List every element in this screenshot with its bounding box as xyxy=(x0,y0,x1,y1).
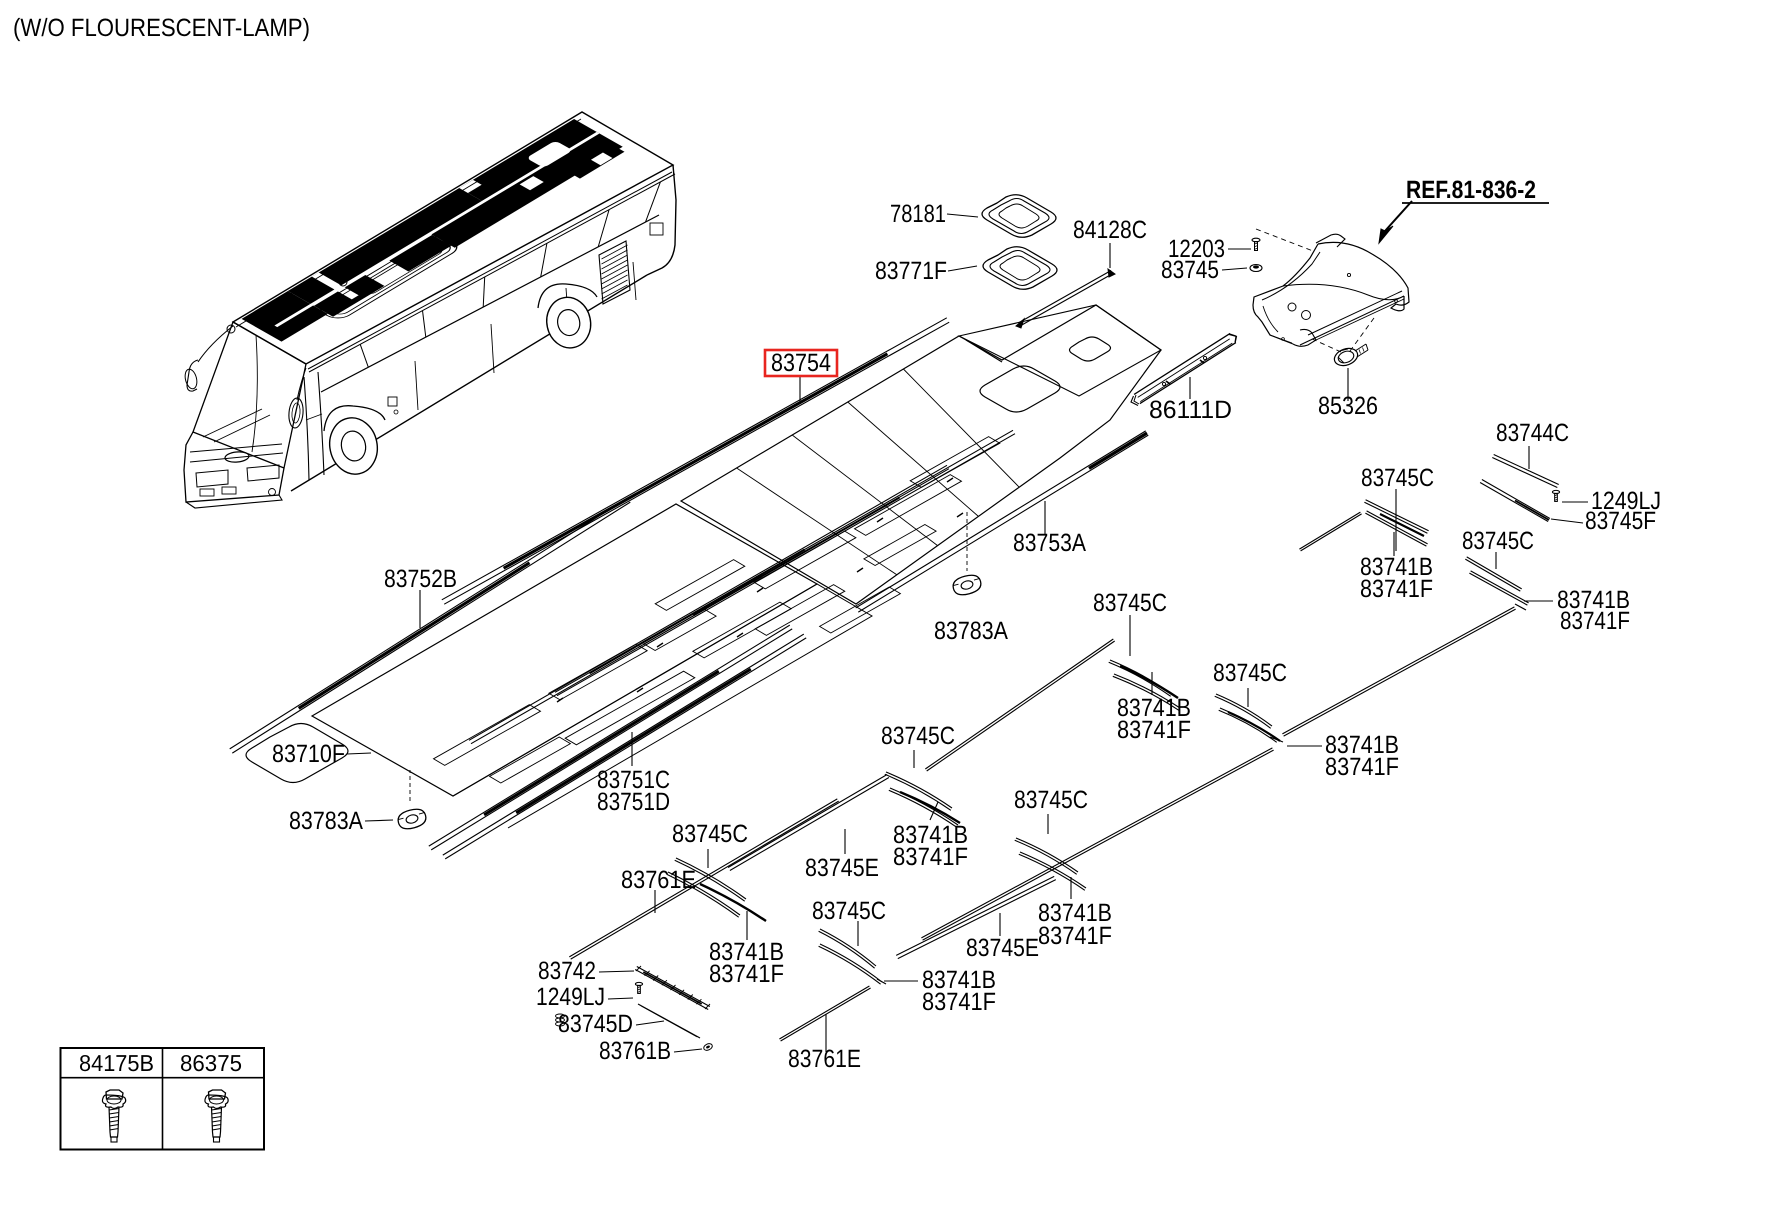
svg-text:83745E: 83745E xyxy=(966,934,1039,962)
svg-text:83761E: 83761E xyxy=(621,866,696,894)
svg-text:83745C: 83745C xyxy=(1093,589,1167,617)
svg-text:83741B: 83741B xyxy=(1557,586,1630,614)
svg-text:83741F: 83741F xyxy=(1360,575,1433,603)
svg-text:12203: 12203 xyxy=(1168,235,1225,263)
svg-text:83745F: 83745F xyxy=(1585,507,1656,535)
svg-text:83745C: 83745C xyxy=(1213,659,1287,687)
svg-text:1249LJ: 1249LJ xyxy=(1591,487,1661,515)
svg-text:83751D: 83751D xyxy=(597,788,670,816)
svg-text:83745C: 83745C xyxy=(1014,786,1088,814)
svg-text:83745C: 83745C xyxy=(881,722,955,750)
svg-text:REF.81-836-2: REF.81-836-2 xyxy=(1406,176,1536,204)
svg-text:83741F: 83741F xyxy=(922,988,996,1016)
svg-text:83771F: 83771F xyxy=(875,257,947,285)
svg-text:83753A: 83753A xyxy=(1013,529,1086,557)
svg-text:83741B: 83741B xyxy=(1325,731,1399,759)
svg-text:83741F: 83741F xyxy=(893,843,968,871)
svg-text:83710F: 83710F xyxy=(272,740,345,768)
svg-text:83741F: 83741F xyxy=(709,960,784,988)
svg-text:83741F: 83741F xyxy=(1325,753,1399,781)
svg-text:1249LJ: 1249LJ xyxy=(536,983,605,1011)
svg-text:83741B: 83741B xyxy=(1038,899,1112,927)
svg-text:83751C: 83751C xyxy=(597,766,670,794)
svg-text:83745C: 83745C xyxy=(1462,527,1534,555)
svg-text:83761E: 83761E xyxy=(788,1045,861,1073)
svg-text:83741F: 83741F xyxy=(1560,607,1630,635)
svg-text:84128C: 84128C xyxy=(1073,216,1147,244)
svg-text:83752B: 83752B xyxy=(384,565,457,593)
svg-text:83742: 83742 xyxy=(538,957,596,985)
svg-text:86375: 86375 xyxy=(180,1050,242,1076)
svg-text:83741B: 83741B xyxy=(1117,694,1191,722)
svg-text:83783A: 83783A xyxy=(289,807,363,835)
svg-text:83741B: 83741B xyxy=(709,938,784,966)
svg-text:83745C: 83745C xyxy=(672,820,748,848)
svg-text:78181: 78181 xyxy=(890,200,946,228)
svg-text:83761B: 83761B xyxy=(599,1037,671,1065)
svg-text:83741B: 83741B xyxy=(1360,553,1433,581)
svg-text:86111D: 86111D xyxy=(1149,396,1232,424)
svg-text:84175B: 84175B xyxy=(79,1050,154,1076)
svg-text:83741B: 83741B xyxy=(893,821,968,849)
svg-text:(W/O FLOURESCENT-LAMP): (W/O FLOURESCENT-LAMP) xyxy=(13,14,310,42)
svg-text:83745: 83745 xyxy=(1161,256,1219,284)
svg-text:85326: 85326 xyxy=(1318,392,1378,420)
svg-text:83741F: 83741F xyxy=(1038,922,1112,950)
svg-text:83741F: 83741F xyxy=(1117,716,1191,744)
svg-text:83783A: 83783A xyxy=(934,617,1008,645)
svg-text:83745E: 83745E xyxy=(805,854,879,882)
svg-text:83744C: 83744C xyxy=(1496,419,1569,447)
svg-text:83754: 83754 xyxy=(771,349,831,377)
svg-text:83745C: 83745C xyxy=(812,897,886,925)
svg-text:83745C: 83745C xyxy=(1361,464,1434,492)
svg-text:83745D: 83745D xyxy=(558,1010,633,1038)
svg-text:83741B: 83741B xyxy=(922,966,996,994)
